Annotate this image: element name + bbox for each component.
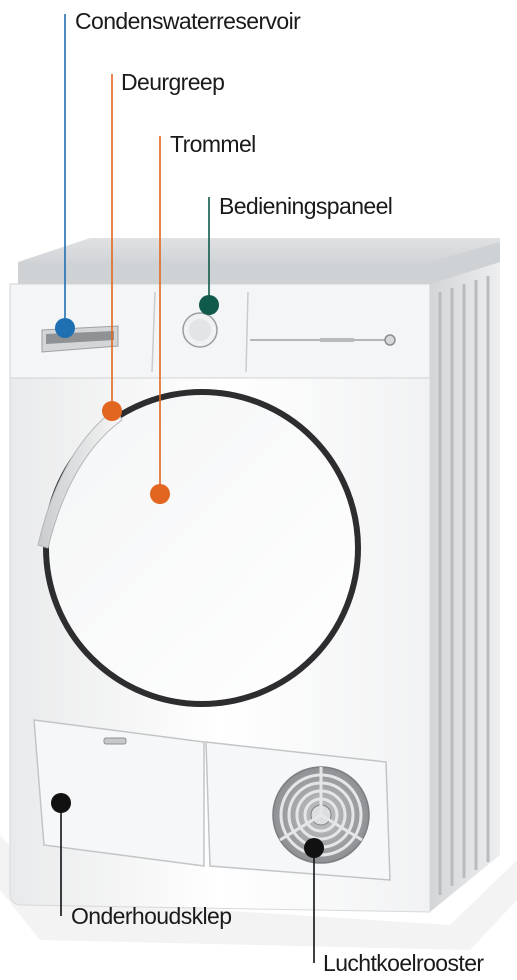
label-condenswaterreservoir: Condenswaterreservoir — [75, 10, 300, 33]
label-trommel: Trommel — [170, 133, 256, 156]
control-buttons[interactable] — [320, 338, 354, 342]
label-deurgreep: Deurgreep — [121, 71, 224, 94]
label-bedieningspaneel: Bedieningspaneel — [219, 195, 392, 218]
label-luchtkoelrooster: Luchtkoelrooster — [323, 952, 483, 975]
program-knob-inner — [189, 319, 211, 341]
callout-dot-reservoir — [55, 318, 75, 338]
callout-dot-control-panel — [199, 295, 219, 315]
maintenance-flap-grip[interactable] — [104, 738, 126, 744]
label-onderhoudsklep: Onderhoudsklep — [71, 905, 231, 928]
callout-dot-handle — [102, 401, 122, 421]
callout-dot-maintenance-flap — [51, 793, 71, 813]
callout-dot-air-cooler — [304, 838, 324, 858]
callout-dot-drum — [150, 484, 170, 504]
start-button[interactable] — [385, 335, 395, 345]
